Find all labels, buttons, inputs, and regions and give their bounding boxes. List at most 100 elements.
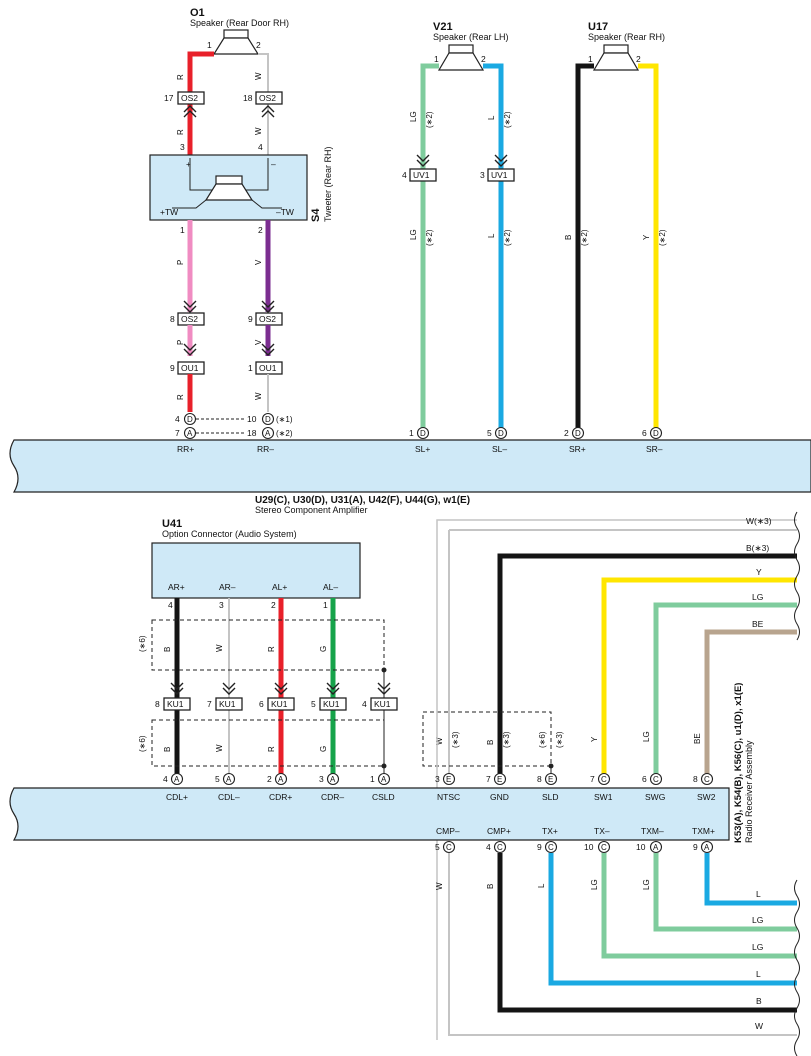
rr-minus-pin-18: 18 xyxy=(247,428,257,438)
radio-desc: Radio Receiver Assembly xyxy=(744,740,754,843)
rt-pin-9: 6 xyxy=(642,774,647,784)
ku1-label-2: KU1 xyxy=(219,699,236,709)
v21-speaker-icon xyxy=(437,44,485,71)
right-label-b3: B(∗3) xyxy=(746,543,769,553)
radio-id: K53(A), K54(B), K56(C), u1(D), x1(E) xyxy=(733,683,744,843)
code-tx-minus: LG xyxy=(590,879,599,890)
rr-plus-pin-7: 7 xyxy=(175,428,180,438)
shield-ntsc-junction xyxy=(548,763,554,769)
code-v21-lg: LG xyxy=(409,111,418,122)
s4-pin2: 2 xyxy=(258,225,263,235)
note-v21-lg: (∗2) xyxy=(425,111,434,128)
code-tx-plus: L xyxy=(537,883,546,888)
rt-pin-6: 7 xyxy=(486,774,491,784)
os2-label-right: OS2 xyxy=(259,93,276,103)
rb-term-5: TXM+ xyxy=(692,826,715,836)
sl-minus-pin: 5 xyxy=(487,428,492,438)
wire-gnd-b xyxy=(497,553,797,776)
rb-pin-1: 4 xyxy=(486,842,491,852)
wire-outer-frame xyxy=(436,519,797,1040)
shield-lower xyxy=(151,719,385,767)
rt-letter-9: C xyxy=(653,775,659,784)
amplifier-block xyxy=(9,439,811,493)
wire-u17-b xyxy=(575,63,594,428)
rb-pin-4: 10 xyxy=(636,842,646,852)
ku1-label-4: KU1 xyxy=(323,699,340,709)
rb-term-2: TX+ xyxy=(542,826,558,836)
ku1-pin-6: 6 xyxy=(259,699,264,709)
code-s4-r: R xyxy=(176,129,185,135)
tweeter-minus: – xyxy=(271,159,276,169)
amp-terminal-sr-plus: SR+ xyxy=(569,444,586,454)
code-upper-g: G xyxy=(319,646,328,652)
radio-top-letters: A A A A A E E E C C C xyxy=(174,775,710,784)
code-p2: P xyxy=(176,340,185,345)
rt-term-10: SW2 xyxy=(697,792,716,802)
code-w-lower: W xyxy=(254,392,263,400)
wire-o1-w xyxy=(258,53,269,155)
u41-terminal-al-minus: AL– xyxy=(323,582,338,592)
code-lower-r: R xyxy=(267,746,276,752)
note-u17-b: (∗2) xyxy=(580,229,589,246)
ku1-pin-5: 5 xyxy=(311,699,316,709)
rt-pin-1: 5 xyxy=(215,774,220,784)
right-bottom-lg1: LG xyxy=(752,915,763,925)
rt-letter-1: A xyxy=(226,775,232,784)
os2-connector-left xyxy=(177,91,205,105)
wire-v21-lg xyxy=(420,63,439,428)
rt-term-4: CSLD xyxy=(372,792,395,802)
rt-pin-7: 8 xyxy=(537,774,542,784)
ku1-label-1: KU1 xyxy=(167,699,184,709)
rt-letter-4: A xyxy=(381,775,387,784)
ou1-label-l: OU1 xyxy=(181,363,199,373)
rt-term-6: GND xyxy=(490,792,509,802)
amp-terminal-sl-plus: SL+ xyxy=(415,444,430,454)
u41-terminal-al-plus: AL+ xyxy=(272,582,287,592)
os2-connector-right xyxy=(255,91,283,105)
note-1: (∗1) xyxy=(276,415,293,424)
rr-plus-pin-4: 4 xyxy=(175,414,180,424)
wire-swg-lg xyxy=(653,602,797,776)
radio-bottom-pins: 5 4 9 10 10 9 xyxy=(435,842,698,852)
os2-label-rl: OS2 xyxy=(259,314,276,324)
amp-terminal-sr-minus: SR– xyxy=(646,444,663,454)
code-o1-r: R xyxy=(176,74,185,80)
letter-a: A xyxy=(265,429,271,438)
u41-id: U41 xyxy=(162,518,182,530)
sl-plus-terminal xyxy=(416,426,430,440)
wire-u17-y xyxy=(638,63,659,428)
right-label-be: BE xyxy=(752,619,764,629)
rb-pin-0: 5 xyxy=(435,842,440,852)
rr-minus-pin-10: 10 xyxy=(247,414,257,424)
code-u17-b: B xyxy=(564,235,573,240)
os2-pin-18: 18 xyxy=(243,93,253,103)
rt-term-7: SLD xyxy=(542,792,559,802)
code-upper-w: W xyxy=(215,644,224,652)
note-sld-3: (∗3) xyxy=(555,731,564,748)
rt-term-9: SWG xyxy=(645,792,665,802)
u41-pin-4: 4 xyxy=(168,600,173,610)
ou1-chevron-icon xyxy=(261,343,275,356)
code-gnd-b: B xyxy=(486,740,495,745)
letter-d: D xyxy=(575,429,581,438)
note-6-lower: (∗6) xyxy=(138,735,147,752)
code-cmp-minus: W xyxy=(435,882,444,890)
rb-pin-5: 9 xyxy=(693,842,698,852)
u41-pin-2: 2 xyxy=(271,600,276,610)
wire-o1-r xyxy=(187,51,214,155)
u17-id: U17 xyxy=(588,21,608,33)
radio-top-terminals xyxy=(170,772,714,786)
code-r-lower: R xyxy=(176,394,185,400)
code-cmp-plus: B xyxy=(486,884,495,889)
ku1-pin-8: 8 xyxy=(155,699,160,709)
u17-speaker-icon xyxy=(592,44,640,71)
rt-term-3: CDR– xyxy=(321,792,344,802)
rt-term-5: NTSC xyxy=(437,792,460,802)
radio-bottom-terminals xyxy=(442,840,714,854)
os2-pin-9: 9 xyxy=(248,314,253,324)
note-sld-6: (∗6) xyxy=(538,731,547,748)
code-lower-w: W xyxy=(215,744,224,752)
code-sw2-be: BE xyxy=(693,733,702,744)
code-u17-y: Y xyxy=(642,234,651,240)
rt-pin-8: 7 xyxy=(590,774,595,784)
